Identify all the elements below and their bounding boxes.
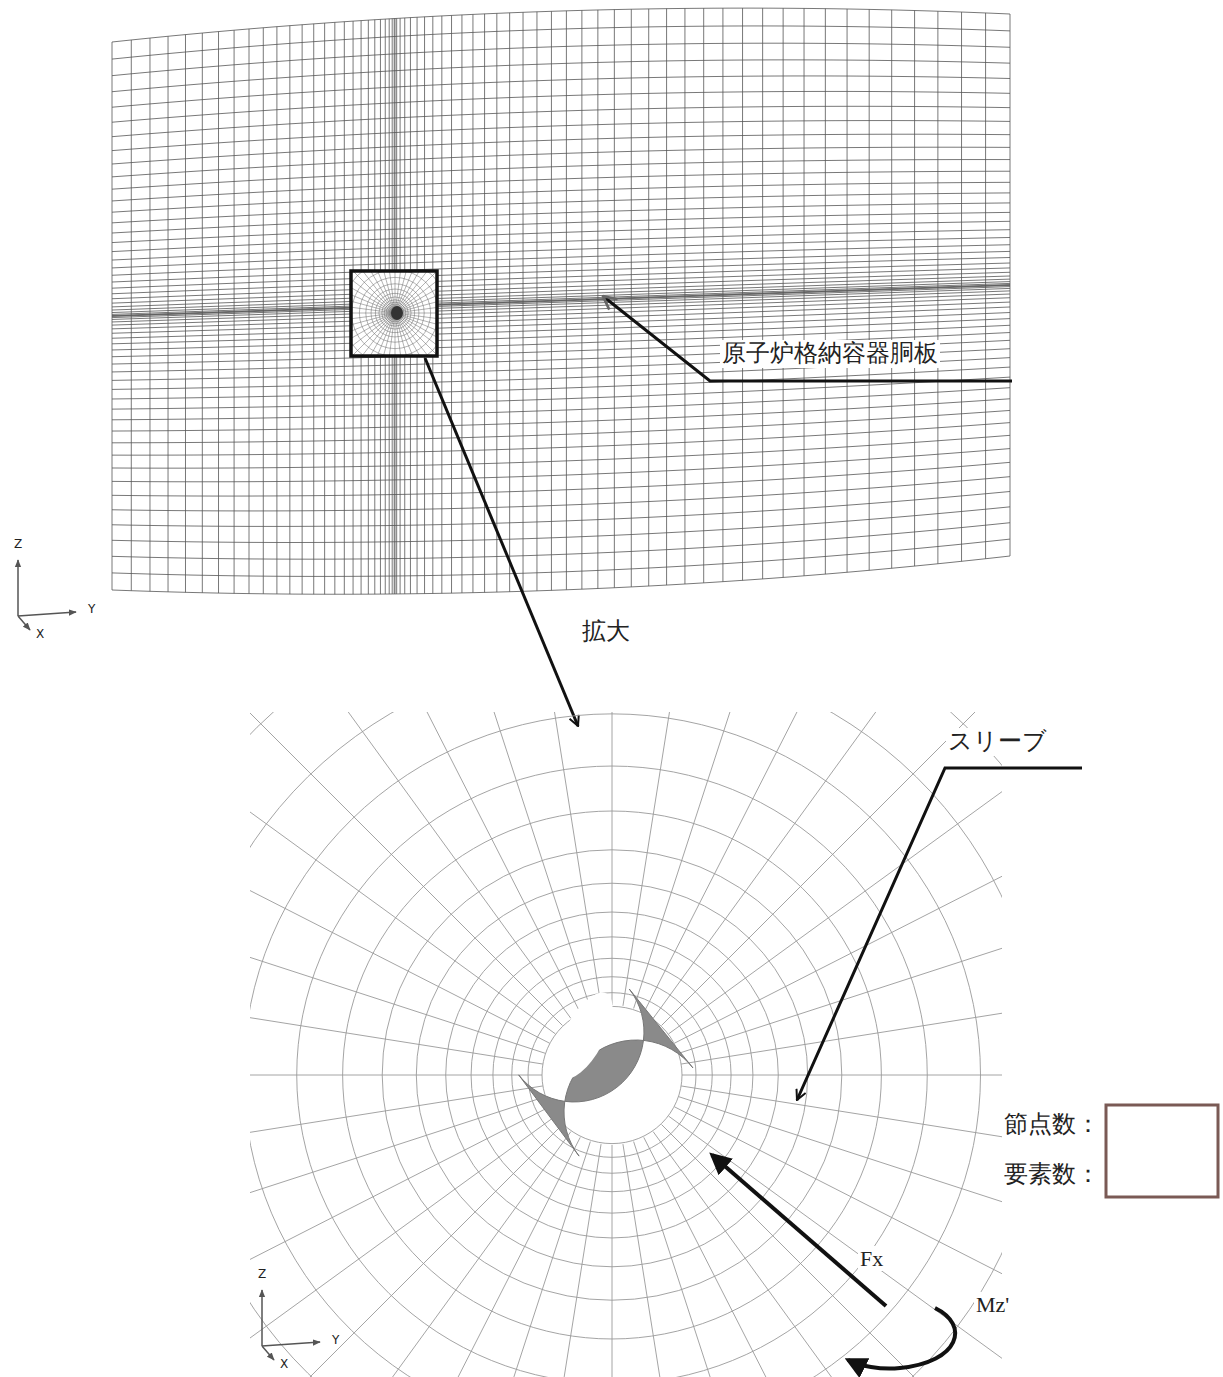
load-label: Fx xyxy=(858,1246,885,1271)
axis-label: Z xyxy=(256,1268,268,1282)
count-label: 要素数： xyxy=(1002,1161,1102,1189)
axis-label: Y xyxy=(330,1334,341,1348)
radial-mesh xyxy=(250,712,1002,1377)
zoom-arrow xyxy=(425,358,578,726)
leader-line xyxy=(604,297,1012,381)
axis-label: Z xyxy=(12,538,24,552)
load-label: Mz' xyxy=(974,1292,1011,1317)
part-label: 原子炉格納容器胴板 xyxy=(720,340,940,368)
shell-mesh xyxy=(112,8,1010,594)
leader-line xyxy=(797,768,1082,1100)
axis-label: Y xyxy=(86,603,97,617)
sleeve-cylinder xyxy=(519,984,693,1156)
moment-arrow xyxy=(848,1308,955,1369)
zoom-label: 拡大 xyxy=(580,618,632,646)
axis-label: X xyxy=(34,628,46,642)
force-arrow xyxy=(712,1155,886,1306)
count-label: 節点数： xyxy=(1002,1111,1102,1139)
zoom-frame xyxy=(351,271,437,356)
masked-box xyxy=(1106,1105,1218,1197)
local-mesh xyxy=(352,272,436,355)
part-label: スリーブ xyxy=(946,728,1049,756)
axis-triad xyxy=(18,560,320,1360)
axis-label: X xyxy=(278,1358,290,1372)
